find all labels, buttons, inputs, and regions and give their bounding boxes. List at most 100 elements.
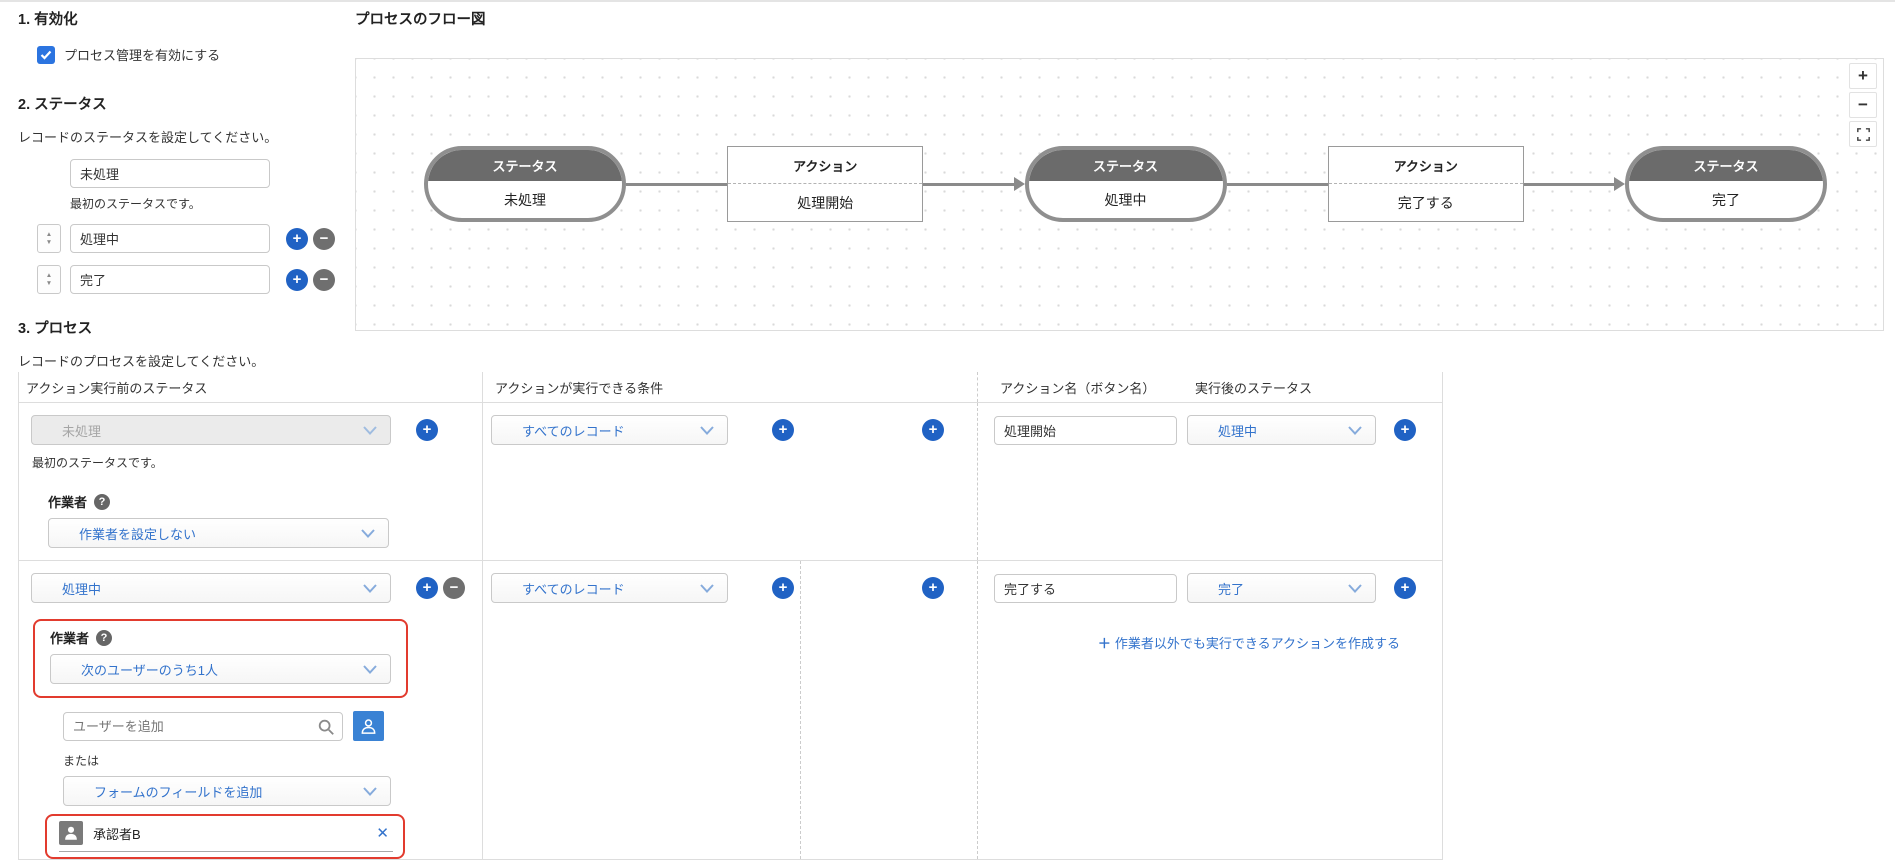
stepper-up-icon: ▲ <box>45 231 53 238</box>
after-status-value: 完了 <box>1218 581 1245 597</box>
after-status-select[interactable]: 完了 <box>1187 573 1376 603</box>
condition-value: すべてのレコード <box>522 581 625 597</box>
diagram-zoom-controls: + − <box>1849 63 1877 147</box>
assignee-highlight-box: 作業者 ? 次のユーザーのうち1人 <box>33 619 408 698</box>
process-row: 未処理 + 最初のステータスです。 作業者 ? 作業者を設定しない <box>19 403 1442 560</box>
flow-connector <box>626 182 728 186</box>
action-name-input[interactable] <box>994 573 1177 603</box>
form-field-select[interactable]: フォームのフィールドを追加 <box>63 776 391 806</box>
process-table-header: アクション実行前のステータス アクションが実行できる条件 アクション名（ボタン名… <box>19 372 1442 403</box>
arrowhead-icon <box>1013 177 1025 191</box>
reorder-stepper[interactable]: ▲ ▼ <box>37 265 61 294</box>
zoom-in-button[interactable]: + <box>1849 63 1877 89</box>
process-row: 処理中 + − 作業者 ? 次のユーザーのうち1人 <box>19 560 1442 859</box>
node-type-label: ステータス <box>1028 150 1223 181</box>
flow-connector <box>1226 182 1328 186</box>
add-branch-button[interactable]: + <box>922 577 944 599</box>
or-label: または <box>63 754 100 768</box>
after-status-select[interactable]: 処理中 <box>1187 415 1376 445</box>
before-status-value: 処理中 <box>62 581 102 597</box>
add-status-button[interactable]: + <box>286 268 308 291</box>
process-table: アクション実行前のステータス アクションが実行できる条件 アクション名（ボタン名… <box>18 372 1443 860</box>
remove-process-row-button[interactable]: − <box>443 577 465 599</box>
select-user-button[interactable] <box>353 711 384 741</box>
status-heading: 2. ステータス <box>18 97 107 113</box>
user-search-input[interactable] <box>63 711 343 741</box>
node-value: 未処理 <box>504 191 546 208</box>
status-row: ▲ ▼ + − <box>37 265 354 294</box>
flow-diagram-canvas[interactable]: + − ステータス 未処理 アクション 処理開始 ステータス 処理中 <box>355 58 1884 331</box>
assignee-select[interactable]: 作業者を設定しない <box>48 518 389 548</box>
before-status-value: 未処理 <box>62 423 102 439</box>
reorder-stepper[interactable]: ▲ ▼ <box>37 224 61 253</box>
flow-action-node[interactable]: アクション 処理開始 <box>727 146 924 222</box>
header-after-status: 実行後のステータス <box>1195 380 1313 396</box>
header-action-name: アクション名（ボタン名） <box>1000 380 1156 396</box>
expand-icon <box>1856 127 1870 141</box>
stepper-up-icon: ▲ <box>45 272 53 279</box>
zoom-out-button[interactable]: − <box>1849 92 1877 118</box>
selected-user-name: 承認者B <box>93 826 141 842</box>
header-before-status: アクション実行前のステータス <box>26 380 208 396</box>
status-input[interactable] <box>70 265 270 294</box>
condition-select[interactable]: すべてのレコード <box>491 573 728 603</box>
form-field-value: フォームのフィールドを追加 <box>94 784 263 800</box>
page-top-divider <box>0 0 1895 2</box>
status-row: ▲ ▼ + − <box>37 224 354 253</box>
help-icon[interactable]: ? <box>96 629 113 646</box>
status-input[interactable] <box>70 224 270 253</box>
add-status-button[interactable]: + <box>286 227 308 250</box>
assignee-select[interactable]: 次のユーザーのうち1人 <box>50 654 391 684</box>
remove-status-button[interactable]: − <box>313 268 335 291</box>
chevron-down-icon <box>1348 584 1362 593</box>
add-condition-button[interactable]: + <box>772 419 794 441</box>
flow-status-node[interactable]: ステータス 未処理 <box>424 146 626 222</box>
add-process-row-button[interactable]: + <box>416 577 438 599</box>
user-avatar <box>59 821 83 845</box>
activation-heading: 1. 有効化 <box>18 12 78 28</box>
assignee-label: 作業者 <box>48 495 88 510</box>
flow-nodes-row: ステータス 未処理 アクション 処理開始 ステータス 処理中 アクション 完了す… <box>424 145 1827 223</box>
node-type-label: アクション <box>1328 147 1523 184</box>
first-status-note: 最初のステータスです。 <box>70 197 201 211</box>
flow-status-node[interactable]: ステータス 完了 <box>1625 146 1827 222</box>
remove-status-button[interactable]: − <box>313 227 335 250</box>
help-icon[interactable]: ? <box>94 493 111 510</box>
action-name-input[interactable] <box>994 415 1177 445</box>
assignee-value: 次のユーザーのうち1人 <box>81 662 218 678</box>
add-branch-button[interactable]: + <box>922 419 944 441</box>
condition-value: すべてのレコード <box>522 423 625 439</box>
node-value: 完了 <box>1712 191 1740 208</box>
plus-icon: ＋ <box>1097 636 1111 651</box>
before-status-select: 未処理 <box>31 415 391 445</box>
add-action-button[interactable]: + <box>1394 577 1416 599</box>
chevron-down-icon <box>363 426 377 435</box>
add-condition-button[interactable]: + <box>772 577 794 599</box>
assignee-value: 作業者を設定しない <box>79 526 197 542</box>
remove-user-icon[interactable]: ✕ <box>376 825 389 842</box>
before-status-note: 最初のステータスです。 <box>32 456 163 470</box>
enable-process-checkbox[interactable] <box>37 45 55 64</box>
enable-process-checkbox-row[interactable]: プロセス管理を有効にする <box>37 45 354 64</box>
before-status-select[interactable]: 処理中 <box>31 573 391 603</box>
fit-screen-button[interactable] <box>1849 121 1877 147</box>
selected-user-chip: 承認者B ✕ <box>59 821 393 852</box>
branch-divider <box>800 561 801 859</box>
add-non-assignee-action-link[interactable]: ＋作業者以外でも実行できるアクションを作成する <box>978 633 1442 652</box>
flow-status-node[interactable]: ステータス 処理中 <box>1024 146 1227 222</box>
flow-action-node[interactable]: アクション 完了する <box>1327 146 1524 222</box>
flow-diagram-section: プロセスのフロー図 + − ステータス 未処理 アクション 処理開始 ステ <box>355 8 1884 331</box>
assignee-label: 作業者 <box>50 631 90 646</box>
user-icon <box>65 826 77 840</box>
chevron-down-icon <box>363 584 377 593</box>
condition-select[interactable]: すべてのレコード <box>491 415 728 445</box>
first-status-input[interactable] <box>70 159 270 188</box>
settings-left-column: 1. 有効化 プロセス管理を有効にする 2. ステータス レコードのステータスを… <box>18 8 354 370</box>
search-icon <box>318 719 334 735</box>
chevron-down-icon <box>363 665 377 674</box>
stepper-down-icon: ▼ <box>45 280 53 287</box>
after-status-value: 処理中 <box>1218 423 1258 439</box>
add-action-button[interactable]: + <box>1394 419 1416 441</box>
add-non-assignee-action-label: 作業者以外でも実行できるアクションを作成する <box>1114 636 1400 651</box>
add-process-row-button[interactable]: + <box>416 419 438 441</box>
